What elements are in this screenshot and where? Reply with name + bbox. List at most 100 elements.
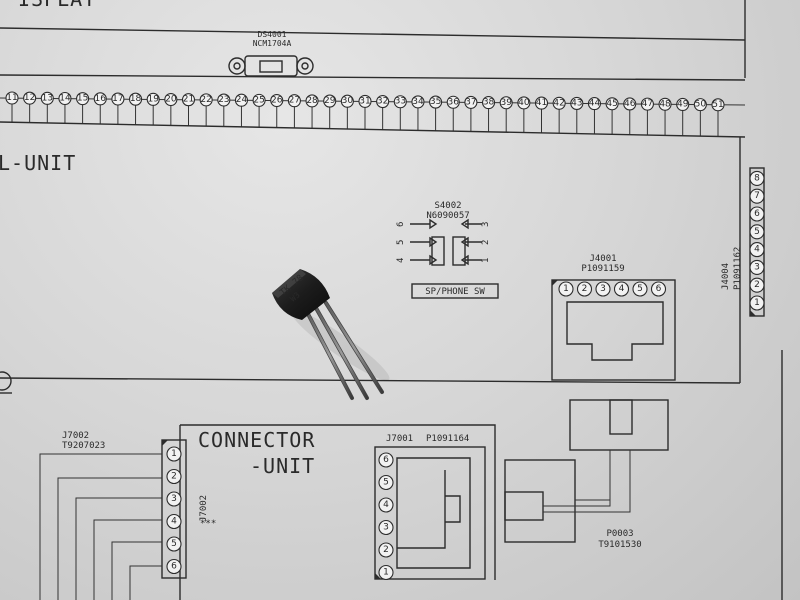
j4004-pin: 7 [749,188,765,204]
ribbon-pin: 32 [376,95,390,109]
svg-text:14: 14 [59,94,71,104]
j4004-pin: 4 [749,242,765,258]
j4004-pin: 3 [749,259,765,275]
j7002-wires [39,453,162,600]
svg-text:34: 34 [412,97,424,107]
p0003-part: T9101530 [598,540,641,550]
ribbon-pin: 14 [58,91,72,106]
s4002-pin-label: 1 [481,258,491,263]
j4004-pin: 5 [749,224,765,240]
svg-text:39: 39 [500,98,512,108]
svg-text:44: 44 [589,99,601,109]
ribbon-pin: 24 [234,93,248,107]
svg-text:20: 20 [165,95,177,105]
svg-text:8: 8 [754,173,760,183]
ribbon-pin: 12 [23,91,37,105]
svg-text:2: 2 [383,545,389,555]
ribbon-pin: 26 [270,94,284,108]
j4001-pin: 1 [558,281,574,297]
ribbon-pin: 29 [323,94,337,108]
svg-text:6: 6 [754,209,760,219]
svg-text:15: 15 [77,94,88,104]
ribbon-pin: 13 [40,91,54,105]
ribbon-pin: 18 [129,92,143,106]
svg-text:4: 4 [619,284,625,294]
j4001-pin: 3 [595,281,611,297]
ribbon-pin: 39 [499,96,513,110]
svg-text:24: 24 [236,95,248,105]
j7002-pin: 4 [166,513,182,530]
svg-text:19: 19 [147,94,159,104]
ribbon-pin: 38 [481,96,496,110]
ds4001-part: NCM1704A [253,39,292,48]
ribbon-pin: 51 [711,98,725,112]
svg-text:45: 45 [606,99,617,109]
svg-text:13: 13 [42,93,53,103]
ribbon-pin: 16 [93,92,107,106]
j7001-pin: 2 [378,542,394,558]
svg-text:48: 48 [659,99,671,109]
ribbon-pin: 47 [640,97,654,111]
svg-text:6: 6 [171,562,177,572]
j7002-part: T9207023 [62,441,105,451]
j7002-pin: 2 [166,468,182,485]
p0003-ref: P0003 [606,529,633,539]
svg-text:16: 16 [95,94,107,104]
ribbon-pin: 44 [587,97,602,111]
j4001-pin: 5 [632,281,648,297]
svg-text:38: 38 [483,98,495,108]
ds4001-ref: DS4001 [258,30,287,39]
svg-text:3: 3 [171,494,177,504]
ribbon-pin: 48 [658,97,672,111]
svg-text:5: 5 [171,539,177,549]
j7001-ref: J7001 [386,434,413,444]
ribbon-pin: 25 [252,93,266,107]
svg-text:51: 51 [712,100,723,110]
svg-text:2: 2 [171,472,177,482]
svg-text:41: 41 [536,98,547,108]
j7002-pin: 1 [166,446,182,462]
svg-text:37: 37 [465,97,476,107]
svg-text:21: 21 [183,95,194,105]
svg-text:1: 1 [563,284,569,294]
transistor: TK 78 W3 [272,269,390,400]
j7001-pin: 3 [378,519,394,536]
svg-text:47: 47 [642,99,653,109]
connector-unit-line2: -UNIT [250,454,315,478]
svg-text:4: 4 [383,500,389,510]
svg-text:2: 2 [582,284,588,294]
svg-text:33: 33 [395,97,406,107]
j7001-pin: 6 [378,452,394,468]
svg-text:25: 25 [253,95,264,105]
ribbon-pin: 33 [393,95,407,109]
s4002-pin-label: 3 [481,222,491,227]
p0003-block: P0003 T9101530 [504,399,669,550]
s4002-ref: S4002 [434,201,461,211]
ribbon-pin: 35 [429,95,443,109]
svg-text:49: 49 [677,99,689,109]
svg-text:50: 50 [695,100,707,110]
ribbon-pin: 27 [287,94,301,108]
s4002-caption: SP/PHONE SW [425,287,485,297]
svg-text:46: 46 [624,99,636,109]
display-label: ISPLAY [18,0,96,11]
svg-text:28: 28 [306,96,318,106]
svg-text:11: 11 [6,93,17,103]
svg-text:6: 6 [656,284,662,294]
svg-text:27: 27 [289,96,300,106]
ribbon-pin: 28 [305,94,319,108]
ribbon-pin: 45 [605,97,619,111]
ribbon-pin: 11 [5,91,19,105]
svg-text:2: 2 [754,280,760,290]
ribbon-pin: 21 [181,93,196,107]
svg-text:4: 4 [171,517,177,527]
ribbon-pin: 36 [446,95,460,109]
j7002-pin: 3 [166,491,182,507]
svg-text:26: 26 [271,96,283,106]
j4001-pin: 6 [650,281,667,297]
j4001-part: P1091159 [581,264,624,274]
